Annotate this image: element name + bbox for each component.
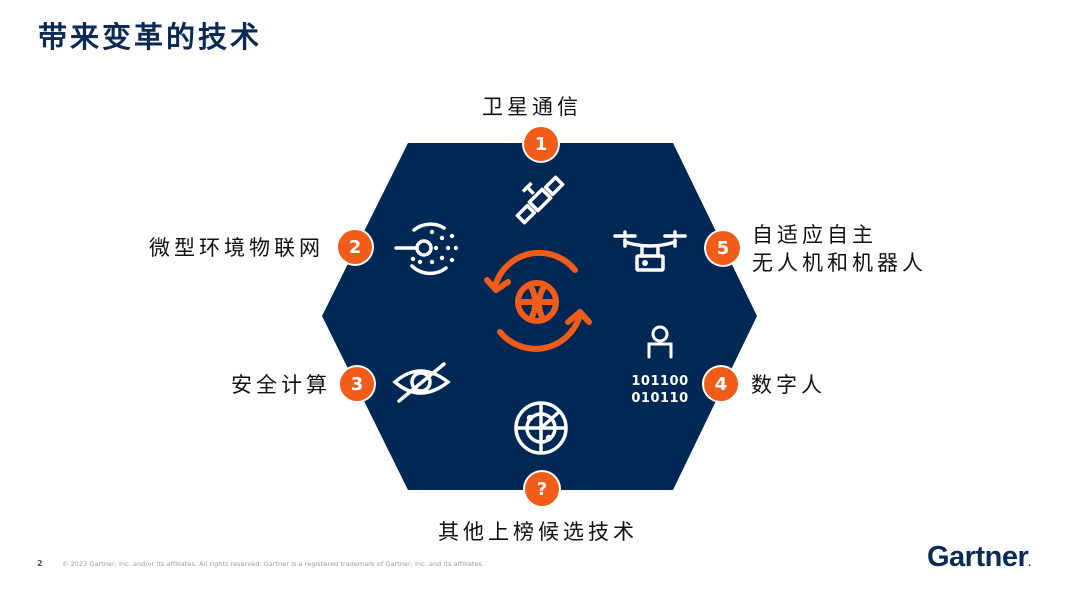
binary-digits-bottom: 010110 [631, 391, 688, 406]
satellite-icon [515, 175, 565, 225]
logo-text: Gartner [927, 541, 1029, 573]
copyright-notice: © 2023 Gartner, Inc. and/or its affiliat… [62, 560, 485, 568]
label-digital-human: 数字人 [751, 373, 826, 397]
label-other-candidates: 其他上榜候选技术 [438, 520, 638, 544]
eye-slash-icon [392, 362, 451, 403]
ambient-iot-icon [394, 222, 459, 276]
binary-digits-top: 101100 [631, 374, 688, 389]
badge-2: 2 [338, 230, 372, 264]
badge-other: ? [525, 472, 559, 506]
page-title: 带来变革的技术 [38, 20, 263, 54]
label-satellite-communications: 卫星通信 [482, 95, 582, 119]
badge-3: 3 [340, 367, 374, 401]
page-number: 2 [37, 559, 43, 568]
label-autonomous-line1: 自适应自主 [752, 223, 877, 247]
gartner-logo: Gartner. [927, 541, 1031, 574]
logo-dot: . [1028, 558, 1031, 569]
globe-refresh-icon [484, 249, 592, 352]
label-ambient-iot: 微型环境物联网 [149, 236, 324, 260]
radar-icon [514, 401, 568, 455]
badge-5: 5 [706, 231, 740, 265]
badge-4: 4 [704, 367, 738, 401]
drone-icon [613, 230, 687, 272]
label-secure-computing: 安全计算 [231, 373, 331, 397]
digital-human-icon [647, 325, 673, 359]
label-autonomous-line2: 无人机和机器人 [752, 251, 927, 275]
badge-1: 1 [524, 127, 558, 161]
